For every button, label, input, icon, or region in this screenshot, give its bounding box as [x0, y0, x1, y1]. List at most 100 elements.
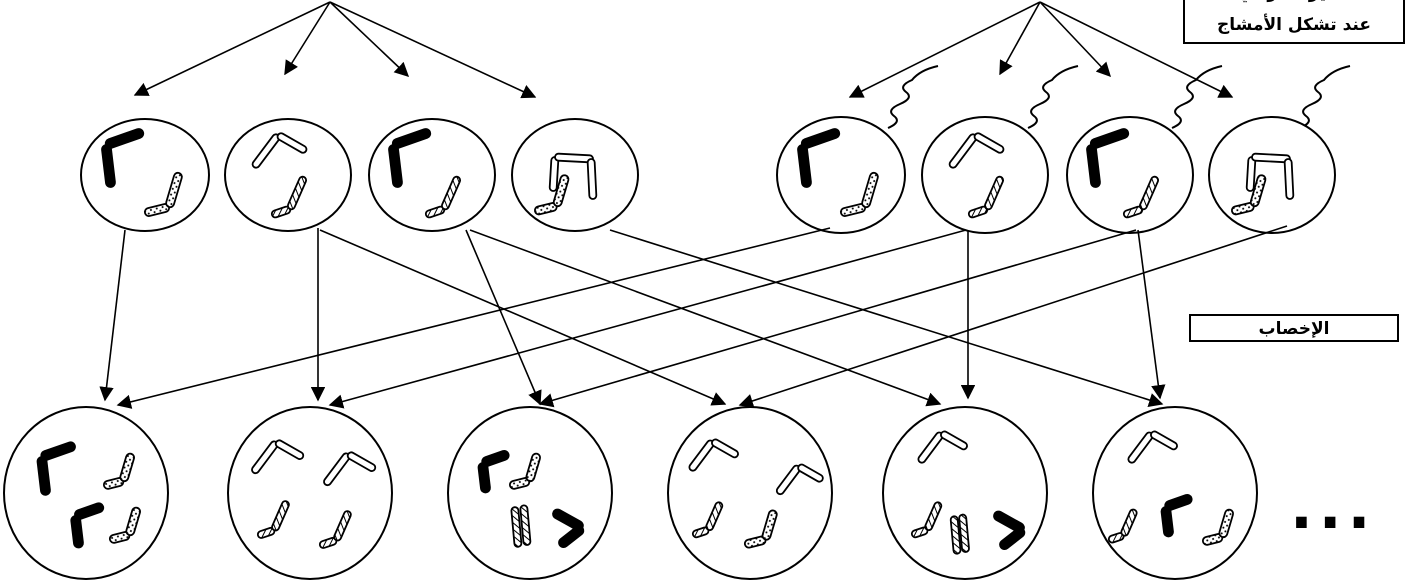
meiosis-arrows — [133, 1, 1234, 99]
fertilization-arrow — [328, 229, 967, 409]
fertilization-arrow — [116, 227, 831, 409]
chromosome — [1139, 175, 1159, 211]
chromosome — [861, 171, 879, 209]
cell-membrane — [921, 116, 1049, 234]
cell-membrane — [447, 406, 613, 580]
chromosome — [999, 527, 1026, 551]
gamete-cell — [224, 118, 352, 232]
cell-membrane — [882, 406, 1048, 580]
chromosome — [119, 452, 135, 483]
meiosis-arrow — [848, 1, 1041, 98]
sperm-tail — [1027, 65, 1079, 129]
cell-membrane — [224, 118, 352, 232]
cell-membrane — [776, 116, 906, 234]
chromosome — [1150, 430, 1178, 451]
gamete-cell — [1208, 116, 1336, 234]
cell-membrane — [1208, 116, 1336, 234]
chromosome — [40, 441, 76, 461]
chromosome — [924, 501, 943, 531]
chromosome — [1120, 508, 1138, 537]
sperm-tail — [887, 65, 939, 129]
fertilization-arrow — [1137, 229, 1166, 400]
chromosome — [287, 175, 307, 211]
meiosis-label-line1: تمايز اختزالي — [1185, 0, 1403, 10]
fertilization-label-box: الإخصاب — [1189, 314, 1399, 342]
gamete-cell — [368, 118, 496, 232]
fertilization-label: الإخصاب — [1258, 319, 1330, 339]
gamete-cell — [921, 116, 1049, 234]
chromosome — [800, 128, 841, 149]
chromosome — [1249, 174, 1267, 208]
meiosis-arrow — [284, 1, 331, 76]
zygote-cell — [3, 406, 169, 580]
cell-membrane — [667, 406, 833, 580]
cell-membrane — [227, 406, 393, 580]
chromosome — [125, 506, 141, 537]
chromosome — [1164, 493, 1193, 511]
chromosome — [519, 504, 532, 546]
fertilization-arrow — [469, 229, 942, 407]
chromosome — [1245, 156, 1257, 192]
chromosome — [276, 132, 308, 154]
chromosome — [973, 132, 1005, 154]
chromosome — [940, 430, 968, 451]
chromosome — [548, 156, 560, 192]
chromosome — [525, 452, 541, 483]
chromosome — [958, 513, 970, 553]
meiosis-arrow — [999, 1, 1041, 76]
chromosome — [74, 502, 105, 520]
chromosome — [104, 128, 145, 149]
chromosome — [333, 510, 352, 542]
chromosome — [797, 463, 824, 483]
meiosis-arrow — [329, 1, 537, 99]
chromosome — [1283, 158, 1295, 200]
meiosis-label-box: تمايز اختزالي عند تشكل الأمشاج — [1183, 0, 1405, 44]
ellipsis: ... — [1290, 473, 1377, 543]
chromosome — [481, 449, 510, 467]
chromosome — [510, 506, 523, 548]
chromosome — [165, 171, 183, 209]
gamete-cell — [511, 118, 639, 232]
chromosome — [761, 509, 778, 541]
chromosome — [552, 174, 570, 208]
zygote-cell — [1092, 406, 1258, 580]
fertilization-arrow — [319, 229, 727, 406]
chromosome — [705, 501, 724, 531]
sperm-tail — [1299, 65, 1351, 129]
meiosis-arrow — [133, 1, 331, 96]
meiosis-label-line2: عند تشكل الأمشاج — [1217, 15, 1371, 35]
chromosome — [711, 438, 739, 459]
chromosome — [1218, 508, 1234, 539]
fertilization-arrow — [738, 225, 1288, 408]
zygote-cell — [447, 406, 613, 580]
cell-membrane — [511, 118, 639, 232]
chromosome — [558, 525, 585, 549]
sperm-tail — [1171, 65, 1223, 129]
fertilization-arrow — [99, 229, 126, 402]
meiosis-arrow — [1039, 1, 1234, 98]
chromosome — [271, 500, 290, 532]
fertilization-arrow — [465, 229, 542, 406]
fertilization-arrow — [538, 229, 1137, 408]
zygotes-row — [3, 406, 1258, 580]
chromosome — [274, 439, 305, 460]
gamete-cell — [1066, 116, 1194, 234]
cell-membrane — [1092, 406, 1258, 580]
chromosome — [346, 451, 377, 472]
gamete-cell — [776, 116, 906, 234]
meiosis-arrow — [329, 1, 410, 77]
meiosis-arrow — [1039, 1, 1111, 78]
sperm-tails — [887, 65, 1351, 129]
gamete-cell — [80, 118, 210, 232]
gametes-row — [80, 116, 1336, 234]
chromosome — [949, 515, 962, 555]
chromosome — [391, 128, 432, 149]
cell-membrane — [3, 406, 169, 580]
fertilization-arrow — [609, 229, 1164, 407]
chromosome — [586, 158, 598, 200]
zygote-cell — [667, 406, 833, 580]
zygote-cell — [227, 406, 393, 580]
chromosome — [984, 175, 1004, 211]
zygote-cell — [882, 406, 1048, 580]
